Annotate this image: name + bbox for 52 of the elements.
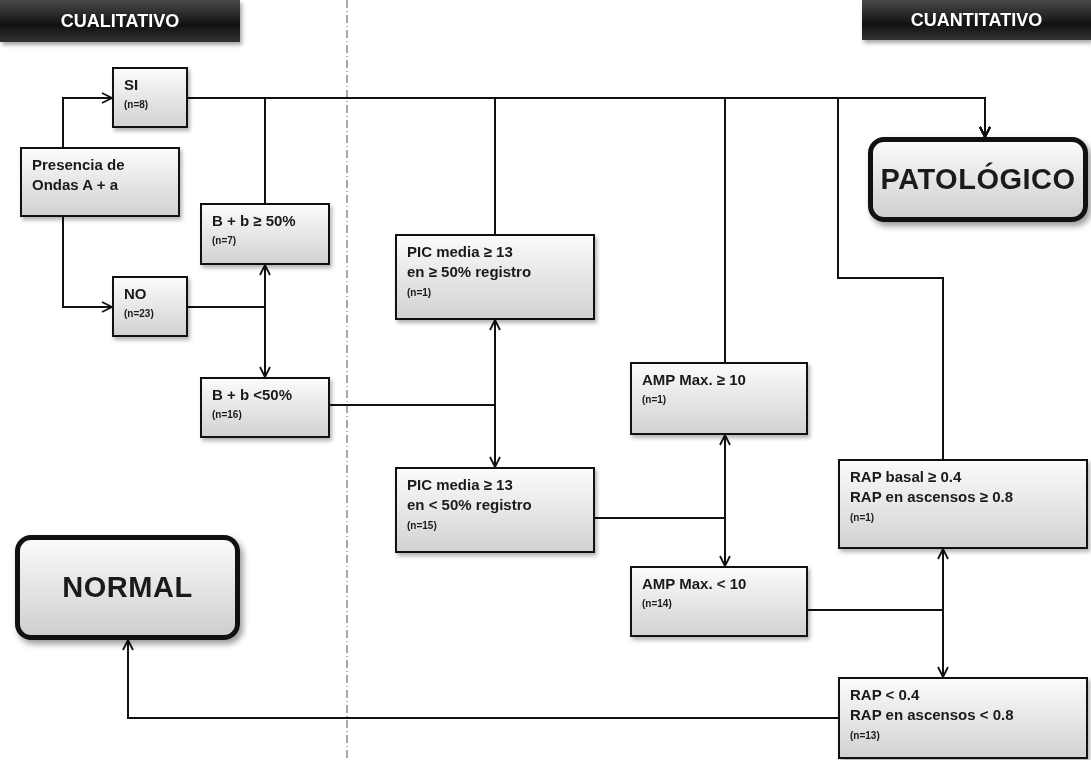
node-label: CUALITATIVO — [60, 9, 180, 33]
arrow — [837, 97, 991, 460]
count-label: (n=13) — [850, 728, 881, 742]
process-box — [838, 459, 1088, 549]
arrow — [62, 92, 113, 148]
count-label: (n=14) — [642, 597, 673, 611]
count-label: (n=8) — [124, 98, 150, 112]
node-label: PIC media ≥ 13 — [407, 242, 514, 262]
process-box — [200, 203, 330, 265]
terminal-box — [868, 137, 1088, 222]
node-label: RAP < 0.4 — [850, 685, 921, 705]
arrow — [807, 609, 949, 678]
arrow — [62, 216, 113, 313]
count-label: (n=1) — [642, 393, 668, 407]
count-label: (n=15) — [407, 518, 438, 532]
terminal-box — [15, 535, 240, 640]
node-label: NO — [124, 284, 148, 304]
arrow — [187, 306, 271, 378]
count-label: (n=16) — [212, 408, 243, 422]
process-box — [200, 377, 330, 438]
arrow — [329, 404, 501, 468]
node-label: CUANTITATIVO — [910, 8, 1043, 32]
arrow — [122, 639, 839, 719]
count-label: (n=23) — [124, 307, 155, 321]
header-band — [0, 0, 240, 42]
node-label: PATOLÓGICO — [880, 161, 1076, 197]
node-label: RAP en ascensos ≥ 0.8 — [850, 487, 1015, 508]
node-label: RAP en ascensos < 0.8 — [850, 705, 1015, 726]
node-label: NORMAL — [62, 569, 193, 605]
process-box — [630, 566, 808, 637]
process-box — [395, 234, 595, 320]
process-box — [395, 467, 595, 553]
node-label: AMP Max. ≥ 10 — [642, 370, 747, 390]
process-box — [112, 67, 188, 128]
arrow — [594, 517, 731, 567]
process-box — [838, 677, 1088, 759]
node-label: en < 50% registro — [407, 495, 533, 516]
node-label: RAP basal ≥ 0.4 — [850, 467, 963, 487]
process-box — [20, 147, 180, 217]
node-label: PIC media ≥ 13 — [407, 475, 514, 495]
count-label: (n=1) — [850, 510, 876, 524]
node-label: B + b ≥ 50% — [212, 211, 297, 231]
header-band — [862, 0, 1091, 40]
node-label: AMP Max. < 10 — [642, 574, 748, 594]
process-box — [112, 276, 188, 337]
count-label: (n=1) — [407, 285, 433, 299]
node-label: Presencia de Ondas A + a — [32, 155, 126, 196]
node-label: B + b <50% — [212, 385, 294, 405]
node-label: SI — [124, 75, 140, 95]
node-label: en ≥ 50% registro — [407, 262, 533, 283]
process-box — [630, 362, 808, 435]
count-label: (n=7) — [212, 234, 238, 248]
